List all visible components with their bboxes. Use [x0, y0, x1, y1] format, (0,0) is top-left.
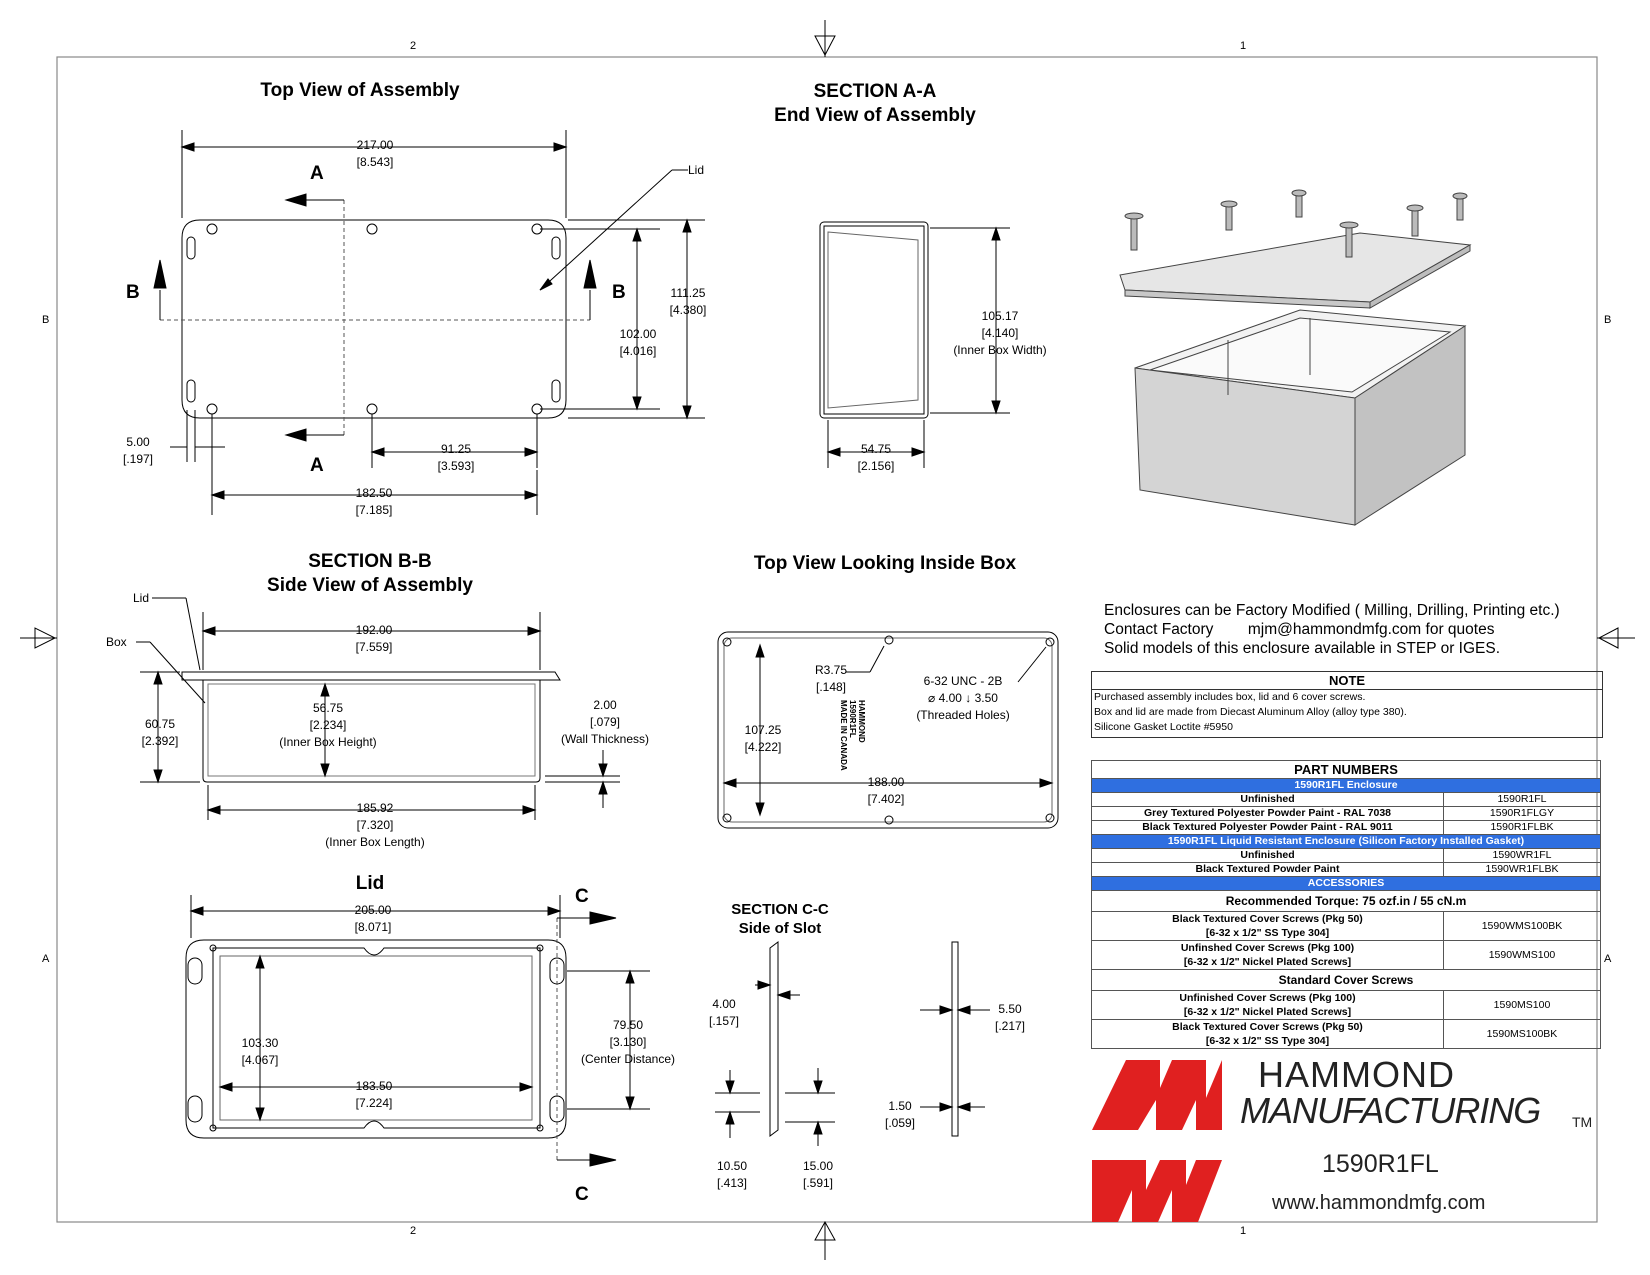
dim-thread: 6-32 UNC - 2B⌀ 4.00 ↓ 3.50(Threaded Hole… — [916, 674, 1010, 722]
dim-91: 91.25[3.593] — [437, 442, 475, 473]
dim-10: 10.50[.413] — [716, 1159, 748, 1190]
dim-radius: R3.75[.148] — [814, 663, 848, 694]
section-letter-b-left: B — [126, 282, 140, 303]
part-numbers-table: PART NUMBERS 1590R1FL Enclosure Unfinish… — [1091, 760, 1601, 1049]
dim-205: 205.00[8.071] — [354, 903, 392, 934]
dim-188: 188.00[7.402] — [867, 775, 905, 806]
top-view-drawing — [153, 130, 705, 515]
note-line: Box and lid are made from Diecast Alumin… — [1094, 706, 1407, 718]
dim-185: 185.92[7.320](Inner Box Length) — [325, 801, 425, 849]
lid-drawing — [185, 895, 650, 1167]
hammond-logo-mark — [1092, 1060, 1222, 1222]
section-aa-drawing — [819, 221, 1010, 468]
logo-line-1: HAMMOND — [1258, 1054, 1455, 1095]
dim-56: 56.75[2.234](Inner Box Height) — [279, 701, 377, 749]
dim-192: 192.00[7.559] — [355, 623, 393, 654]
isometric-view — [1119, 189, 1472, 526]
dim-4: 4.00[.157] — [708, 997, 740, 1028]
dim-111: 111.25[4.380] — [669, 286, 707, 317]
dim-1-5: 1.50[.059] — [884, 1099, 916, 1130]
section-letter-a-top: A — [310, 163, 324, 184]
section-letter-b-right: B — [612, 282, 626, 303]
bb-lid-callout: Lid — [133, 591, 150, 605]
standard-screws-row: Standard Cover Screws — [1091, 969, 1601, 991]
zone-label-a-right: A — [1604, 953, 1612, 965]
zone-label-b-left: B — [42, 314, 50, 326]
cover-screws — [1124, 189, 1468, 258]
parts-header: PART NUMBERS — [1091, 760, 1601, 779]
note-box: NOTE Purchased assembly includes box, li… — [1091, 671, 1603, 738]
group-liquid-resistant: 1590R1FL Liquid Resistant Enclosure (Sil… — [1091, 834, 1601, 849]
section-letter-a-bottom: A — [310, 455, 324, 476]
dim-105: 105.17[4.140](Inner Box Width) — [953, 309, 1047, 357]
zone-label-1-top: 1 — [1240, 40, 1247, 52]
table-row: Black Textured Polyester Powder Paint - … — [1091, 820, 1601, 835]
dim-217: 217.00[8.543] — [356, 138, 394, 169]
info-block: Enclosures can be Factory Modified ( Mil… — [1104, 602, 1560, 657]
inside-view-title: Top View Looking Inside Box — [753, 553, 1017, 574]
zone-label-2-top: 2 — [410, 40, 417, 52]
section-cc-drawing — [715, 941, 990, 1146]
section-bb-drawing — [136, 597, 620, 820]
zone-label-1-bottom: 1 — [1240, 1225, 1247, 1237]
note-line: Purchased assembly includes box, lid and… — [1094, 691, 1366, 703]
dim-54: 54.75[2.156] — [857, 442, 895, 473]
table-row: Grey Textured Polyester Powder Paint - R… — [1091, 806, 1601, 821]
table-row: Unfinished Cover Screws (Pkg 100)[6-32 x… — [1091, 990, 1601, 1020]
zone-label-b-right: B — [1604, 314, 1612, 326]
part-number: 1590R1FL — [1322, 1150, 1439, 1178]
logo-line-2: MANUFACTURING — [1240, 1090, 1541, 1131]
lid-view-title: Lid — [355, 873, 385, 894]
dim-183: 183.50[7.224] — [355, 1079, 393, 1110]
dim-5-5: 5.50[.217] — [994, 1002, 1026, 1033]
drawing-frame — [56, 56, 1598, 1223]
torque-row: Recommended Torque: 75 ozf.in / 55 cN.m — [1091, 890, 1601, 912]
logo-tm: TM — [1572, 1114, 1593, 1130]
zone-label-2-bottom: 2 — [410, 1225, 417, 1237]
table-row: Unfinshed Cover Screws (Pkg 100)[6-32 x … — [1091, 940, 1601, 970]
dim-79: 79.50[3.130](Center Distance) — [580, 1018, 676, 1066]
dim-102: 102.00[4.016] — [619, 327, 657, 358]
note-line: Silicone Gasket Loctite #5950 — [1094, 721, 1233, 733]
inside-view-drawing — [717, 631, 1059, 829]
contact-email[interactable]: mjm@hammondmfg.com for quotes — [1247, 621, 1495, 638]
bb-box-callout: Box — [106, 635, 127, 649]
dim-5: 5.00[.197] — [122, 435, 154, 466]
lid-callout: Lid — [688, 163, 705, 177]
group-enclosure: 1590R1FL Enclosure — [1091, 778, 1601, 793]
table-row: Black Textured Cover Screws (Pkg 50)[6-3… — [1091, 911, 1601, 941]
dim-60: 60.75[2.392] — [141, 717, 179, 748]
dim-15: 15.00[.591] — [802, 1159, 834, 1190]
center-markers — [20, 20, 1635, 1260]
table-row: Black Textured Cover Screws (Pkg 50)[6-3… — [1091, 1019, 1601, 1049]
dim-103: 103.30[4.067] — [241, 1036, 279, 1067]
website-link[interactable]: www.hammondmfg.com — [1272, 1192, 1486, 1214]
dim-182: 182.50[7.185] — [355, 486, 393, 517]
group-accessories: ACCESSORIES — [1091, 876, 1601, 891]
section-letter-c-top: C — [575, 886, 589, 907]
zone-label-a-left: A — [42, 953, 50, 965]
top-view-title: Top View of Assembly — [260, 80, 460, 101]
section-letter-c-bottom: C — [575, 1184, 589, 1205]
dim-2: 2.00[.079](Wall Thickness) — [560, 698, 649, 746]
dim-107: 107.25[4.222] — [744, 723, 782, 754]
